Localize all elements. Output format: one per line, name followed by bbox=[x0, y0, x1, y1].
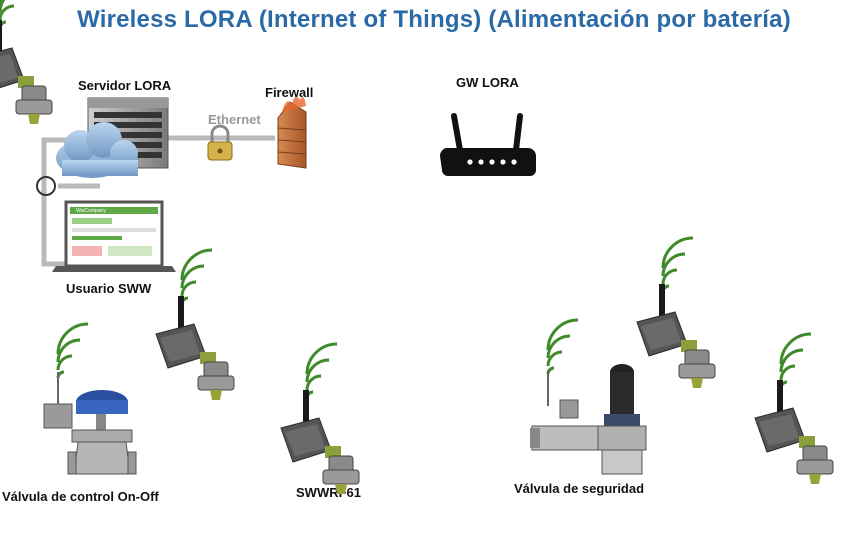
sensor-device-4-icon bbox=[755, 334, 833, 484]
sensor-device-3-icon bbox=[637, 238, 715, 388]
laptop-icon bbox=[52, 202, 176, 272]
sensor-device-1-icon bbox=[156, 250, 234, 400]
sensor-device-2-icon bbox=[281, 344, 359, 494]
gateway-router-icon bbox=[440, 116, 536, 176]
control-valve-icon bbox=[44, 324, 136, 474]
padlock-icon bbox=[208, 126, 232, 160]
firewall-icon bbox=[278, 97, 306, 168]
safety-valve-icon bbox=[530, 320, 646, 474]
laptop-brand: WaiCompany bbox=[76, 208, 106, 214]
